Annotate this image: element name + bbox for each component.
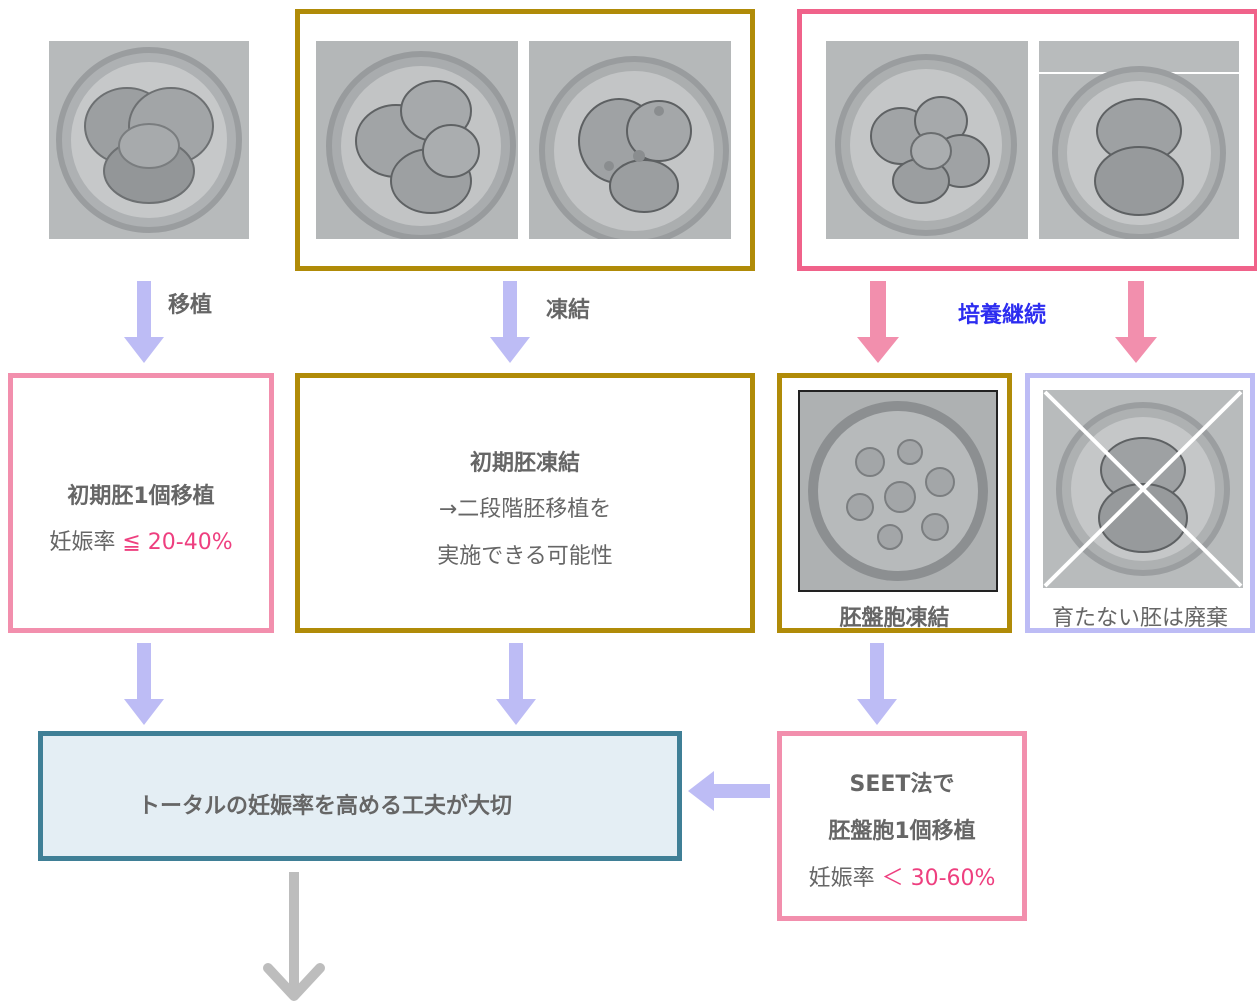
embryo-photo-freeze-1	[316, 41, 518, 239]
early-single-rate: 妊娠率 ≦ 20-40%	[13, 524, 269, 556]
embryo-photo-early	[49, 41, 249, 239]
arrow-early-to-summary	[124, 643, 164, 725]
seet-rate-label: 妊娠率	[808, 866, 875, 891]
rate-symbol: ≦	[122, 530, 141, 555]
early-single-title: 初期胚1個移植	[67, 484, 215, 509]
freeze-group-frame	[295, 9, 755, 271]
step-label-continue-culture: 培養継続	[958, 303, 1047, 328]
arrow-culture-left	[857, 281, 899, 363]
arrow-culture-right	[1115, 281, 1157, 363]
summary-box: トータルの妊娠率を高める工夫が大切	[38, 731, 682, 861]
box-discard: 育たない胚は廃棄	[1025, 373, 1255, 633]
step-label-freeze: 凍結	[546, 298, 591, 323]
seet-line2: 胚盤胞1個移植	[828, 819, 976, 844]
arrow-freeze-to-summary	[496, 643, 536, 725]
early-freeze-line2: →二段階胚移植を	[438, 497, 612, 522]
cross-line-2	[1043, 390, 1243, 588]
early-freeze-line3: 実施できる可能性	[437, 544, 613, 569]
seet-rate: 妊娠率 ＜ 30-60%	[782, 860, 1022, 892]
rate-value: 20-40%	[147, 530, 233, 555]
blastocyst-freeze-caption: 胚盤胞凍結	[839, 606, 950, 631]
embryo-photo-culture-2	[1039, 41, 1239, 239]
seet-rate-value: 30-60%	[910, 866, 996, 891]
arrow-seet-to-summary	[688, 771, 770, 811]
arrow-transfer	[124, 281, 164, 363]
box-blastocyst-freeze: 胚盤胞凍結	[777, 373, 1012, 633]
arrow-down-continue	[262, 872, 326, 1002]
seet-rate-symbol: ＜	[881, 866, 904, 891]
discard-caption: 育たない胚は廃棄	[1051, 606, 1228, 631]
step-label-transfer: 移植	[168, 293, 213, 318]
summary-text: トータルの妊娠率を高める工夫が大切	[137, 794, 512, 819]
discard-photo	[1043, 390, 1243, 588]
arrow-blast-to-seet	[857, 643, 897, 725]
early-freeze-title: 初期胚凍結	[469, 451, 580, 476]
rate-label: 妊娠率	[49, 530, 116, 555]
box-early-freeze: 初期胚凍結 →二段階胚移植を 実施できる可能性	[295, 373, 755, 633]
embryo-photo-culture-1	[826, 41, 1028, 239]
arrow-freeze	[490, 281, 530, 363]
culture-group-frame	[797, 9, 1257, 271]
seet-line1: SEET法で	[849, 772, 955, 797]
embryo-photo-freeze-2	[529, 41, 731, 239]
blastocyst-photo	[798, 390, 998, 592]
box-early-single-transfer: 初期胚1個移植 妊娠率 ≦ 20-40%	[8, 373, 274, 633]
box-seet-transfer: SEET法で 胚盤胞1個移植 妊娠率 ＜ 30-60%	[777, 731, 1027, 921]
